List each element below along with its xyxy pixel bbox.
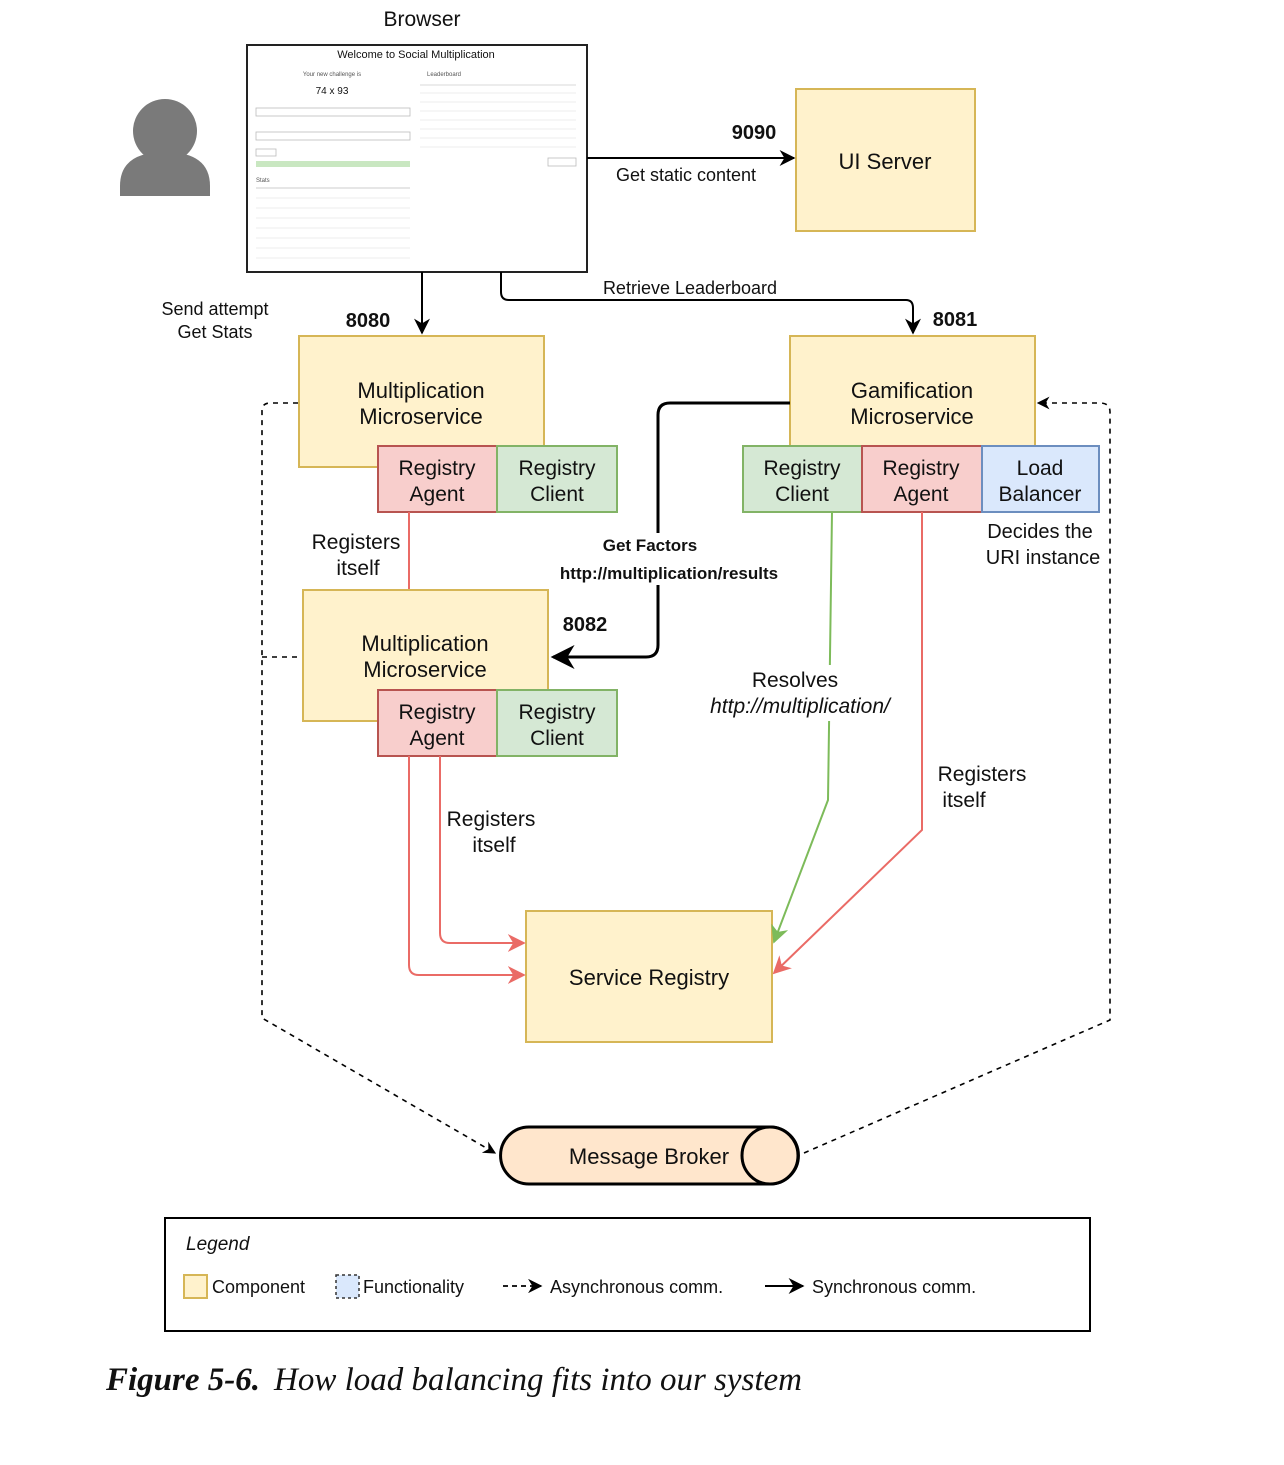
resolves-label-1: Resolves xyxy=(752,669,838,692)
edge-retrieve-leaderboard-label: Retrieve Leaderboard xyxy=(603,278,777,298)
port-8082: 8082 xyxy=(563,614,608,636)
browser-window: Welcome to Social Multiplication Your ne… xyxy=(246,44,588,273)
get-factors-label-2: http://multiplication/results xyxy=(560,564,778,583)
load-balancer-label-2: Balancer xyxy=(999,483,1082,506)
message-broker xyxy=(499,1125,800,1186)
registers-itself-1b: itself xyxy=(336,557,379,580)
edge-get-factors xyxy=(550,401,790,669)
legend-async-label: Asynchronous comm. xyxy=(550,1277,723,1297)
service-registry-label: Service Registry xyxy=(569,965,729,990)
registry-agent-gam-label-1: Registry xyxy=(882,457,960,480)
browser-label: Browser xyxy=(383,8,460,31)
port-9090: 9090 xyxy=(732,122,777,144)
registry-agent-1-label-2: Agent xyxy=(410,483,465,506)
registry-client-2-label-2: Client xyxy=(530,727,584,750)
legend-functionality-swatch xyxy=(335,1274,360,1299)
edge-send-attempt-label-1: Send attempt xyxy=(161,299,268,319)
browser-page-title: Welcome to Social Multiplication xyxy=(337,49,495,61)
registers-itself-1a: Registers xyxy=(312,531,401,554)
registry-client-gam-label-2: Client xyxy=(775,483,829,506)
message-broker-label: Message Broker xyxy=(569,1144,729,1169)
registry-client-1-box xyxy=(496,445,618,513)
multiplication-ms-1-label-1: Multiplication xyxy=(357,378,484,403)
multiplication-ms-2-label-2: Microservice xyxy=(363,657,486,682)
registers-itself-2b: itself xyxy=(472,834,515,857)
service-registry-box xyxy=(525,910,773,1043)
port-8081: 8081 xyxy=(933,309,978,331)
registry-client-gam-label-1: Registry xyxy=(763,457,841,480)
challenge-label: Your new challenge is xyxy=(303,72,361,78)
registry-client-1-label-1: Registry xyxy=(518,457,596,480)
registry-client-2-label-1: Registry xyxy=(518,701,596,724)
registry-agent-2-label-2: Agent xyxy=(410,727,465,750)
registry-client-2-box xyxy=(496,689,618,757)
gamification-ms-label-2: Microservice xyxy=(850,404,973,429)
ui-server-box xyxy=(795,88,976,232)
registers-link-gam xyxy=(772,512,923,975)
edge-send-attempt-label-2: Get Stats xyxy=(177,322,252,342)
gamification-ms-label-1: Gamification xyxy=(851,378,973,403)
user-icon xyxy=(120,99,210,196)
leaderboard-label: Leaderboard xyxy=(427,72,461,78)
legend-box xyxy=(164,1217,1091,1332)
registry-agent-2-label-1: Registry xyxy=(398,701,476,724)
port-8080: 8080 xyxy=(346,310,391,332)
registry-agent-gam-box xyxy=(861,445,983,513)
challenge-value: 74 x 93 xyxy=(316,86,349,97)
edge-retrieve-leaderboard xyxy=(500,272,921,335)
registers-link-2a xyxy=(408,756,526,984)
figure-number: Figure 5-6. xyxy=(106,1362,261,1398)
async-line-right xyxy=(803,396,1111,1154)
legend-title: Legend xyxy=(186,1234,251,1255)
registers-itself-2a: Registers xyxy=(447,808,536,831)
async-line-left xyxy=(261,402,497,1154)
registry-agent-2-box xyxy=(377,689,498,757)
resolves-label-2: http://multiplication/ xyxy=(710,695,892,718)
legend-sync-label: Synchronous comm. xyxy=(812,1277,976,1297)
get-factors-label-bg xyxy=(552,533,786,585)
registers-link-2b xyxy=(439,756,526,952)
multiplication-ms-2-label-1: Multiplication xyxy=(361,631,488,656)
ui-server-label: UI Server xyxy=(839,149,932,174)
load-balancer-label-1: Load xyxy=(1017,457,1064,480)
registers-itself-3a: Registers xyxy=(938,763,1027,786)
decides-label-2: URI instance xyxy=(986,547,1101,569)
decides-label-1: Decides the xyxy=(987,521,1093,543)
registry-agent-gam-label-2: Agent xyxy=(894,483,949,506)
resolves-label-bg xyxy=(700,665,900,721)
legend-functionality-label: Functionality xyxy=(363,1277,464,1297)
figure-caption-text: How load balancing fits into our system xyxy=(274,1362,803,1398)
figure-caption: Figure 5-6. How load balancing fits into … xyxy=(106,1362,802,1399)
edge-get-static-label: Get static content xyxy=(616,165,756,185)
legend-component-label: Component xyxy=(212,1277,305,1297)
get-factors-label-1: Get Factors xyxy=(603,536,697,555)
registers-itself-3b: itself xyxy=(942,789,985,812)
multiplication-ms-1-label-2: Microservice xyxy=(359,404,482,429)
registry-agent-1-label-1: Registry xyxy=(398,457,476,480)
stats-label: Stats xyxy=(256,178,270,184)
legend-component-swatch xyxy=(183,1274,208,1299)
registry-client-1-label-2: Client xyxy=(530,483,584,506)
registry-agent-1-box xyxy=(377,445,498,513)
resolves-link xyxy=(771,511,833,944)
load-balancer-box xyxy=(981,445,1100,513)
